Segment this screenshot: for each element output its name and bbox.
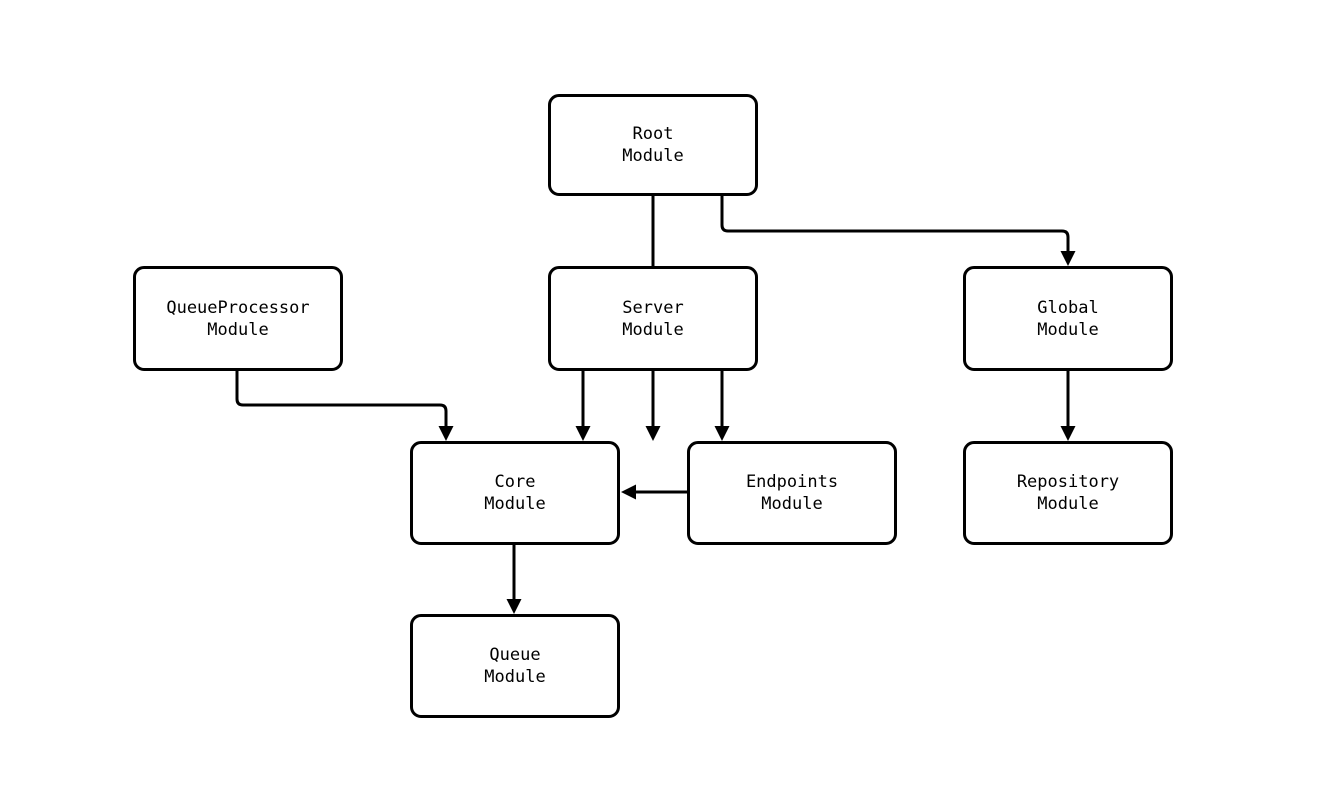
edge-arrowhead xyxy=(438,426,454,441)
node-label-primary: Endpoints xyxy=(745,472,839,492)
edge-line xyxy=(720,196,1070,259)
edge-line xyxy=(235,371,448,434)
edge-queueprocessor-to-core xyxy=(235,371,454,441)
edge-arrowhead xyxy=(645,426,661,441)
node-label-secondary: Module xyxy=(484,494,546,514)
edge-arrowhead xyxy=(621,484,636,500)
node-label-secondary: Module xyxy=(484,667,546,687)
node-label-primary: QueueProcessor xyxy=(166,297,310,318)
node-label-secondary: Module xyxy=(622,146,684,166)
edge-server-to-endpoints xyxy=(714,371,730,441)
edge-global-to-repository xyxy=(1060,371,1076,441)
edge-arrowhead xyxy=(1060,251,1076,266)
node-label-primary: Repository xyxy=(1016,472,1120,492)
node-label-primary: Core xyxy=(494,472,536,492)
node-label-primary: Server xyxy=(622,297,684,318)
edge-root-to-global xyxy=(720,196,1076,266)
edge-arrowhead xyxy=(506,599,522,614)
node-label-primary: Global xyxy=(1037,297,1099,318)
node-label-secondary: Module xyxy=(761,494,823,514)
edge-arrowhead xyxy=(714,426,730,441)
node-label-primary: Root xyxy=(632,124,674,144)
node-label-secondary: Module xyxy=(207,319,269,340)
edge-arrowhead xyxy=(1060,426,1076,441)
edge-endpoints-to-core xyxy=(621,484,687,500)
node-label-secondary: Module xyxy=(622,319,684,340)
edge-core-to-queue xyxy=(506,545,522,614)
node-label-secondary: Module xyxy=(1037,494,1099,514)
edge-arrowhead xyxy=(575,426,591,441)
node-label-secondary: Module xyxy=(1037,319,1099,340)
node-label-primary: Queue xyxy=(489,645,541,665)
edge-server-to-core xyxy=(575,371,591,441)
